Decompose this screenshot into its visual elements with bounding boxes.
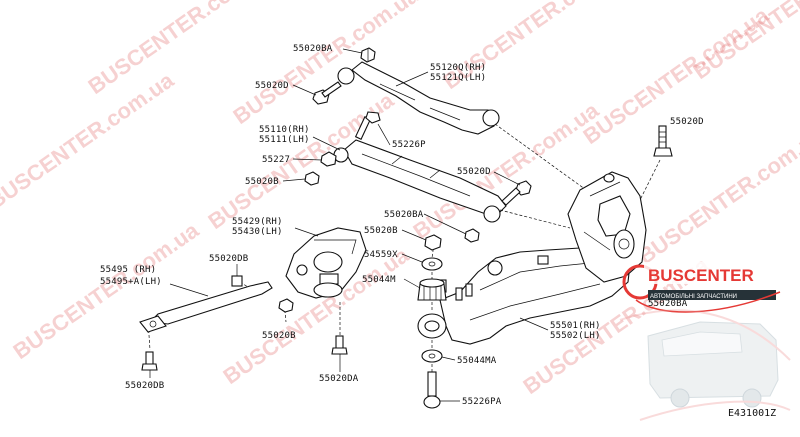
- knuckle-bracket: [285, 227, 367, 299]
- part-label: 55020D: [670, 117, 704, 127]
- part-label: 55020B: [245, 177, 279, 187]
- part-label: 55044M: [362, 275, 396, 285]
- upper-link-arm: [337, 61, 500, 135]
- part-label: 55495 (RH): [100, 265, 156, 275]
- part-label: 55429(RH): [232, 217, 283, 227]
- part-label: 54559X: [364, 250, 398, 260]
- part-label: 55501(RH): [550, 321, 601, 331]
- part-label: 55430(LH): [232, 227, 283, 237]
- bolt-icon: [423, 371, 441, 409]
- bolt-icon: [141, 351, 158, 371]
- washer-icon: [421, 257, 443, 271]
- nut-icon: [231, 275, 243, 287]
- lateral-rod: [139, 281, 273, 333]
- bolt-icon: [653, 125, 673, 157]
- part-label: 55227: [262, 155, 290, 165]
- part-label: 55020D: [457, 167, 491, 177]
- part-label: 55020DB: [125, 381, 164, 391]
- watermark-text: BUSCENTER.com.ua: [84, 0, 279, 99]
- buscenter-logo: BUSCENTER АВТОМОБІЛЬНІ ЗАПЧАСТИНИ: [622, 262, 781, 313]
- part-label: 55020BA: [293, 44, 333, 54]
- diagram-code: E431001Z: [728, 408, 776, 419]
- part-label: 55020D: [255, 81, 289, 91]
- logo-name: BUSCENTER: [648, 266, 754, 285]
- part-label: 55020DA: [319, 374, 359, 384]
- part-label: 55121Q(LH): [430, 73, 486, 83]
- logo-tagline: АВТОМОБІЛЬНІ ЗАПЧАСТИНИ: [650, 294, 737, 300]
- part-label: 55502(LH): [550, 331, 601, 341]
- bus-illustration: [619, 309, 791, 421]
- part-label: 55020B: [262, 331, 296, 341]
- part-label: 55020BA: [384, 210, 424, 220]
- bushing-lower-icon: [417, 313, 447, 339]
- watermark-text: BUSCENTER.com.ua: [0, 67, 179, 214]
- part-labels: 55020BA 55020D 55120Q(RH) 55121Q(LH) 551…: [100, 44, 704, 407]
- watermark-text: BUSCENTER.com.ua: [9, 217, 204, 364]
- bolt-icon: [501, 180, 532, 206]
- part-label: 55226P: [392, 140, 426, 150]
- part-label: 55020B: [364, 226, 398, 236]
- part-label: 55110(RH): [259, 125, 310, 135]
- nut-icon: [304, 171, 320, 186]
- nut-icon: [360, 47, 376, 63]
- bolt-icon: [331, 335, 348, 355]
- part-label: 55111(LH): [259, 135, 310, 145]
- bolt-icon: [312, 81, 342, 105]
- bolt-icon: [354, 111, 381, 140]
- washer-icon: [421, 349, 443, 363]
- bushing-upper-icon: [417, 278, 447, 301]
- part-label: 55020DB: [209, 254, 248, 264]
- part-label: 55020BA: [648, 299, 688, 309]
- part-label: 55495+A(LH): [100, 277, 162, 287]
- nut-icon: [278, 298, 294, 313]
- part-label: 55044MA: [457, 356, 497, 366]
- nut-icon: [320, 151, 337, 167]
- nut-icon: [464, 228, 480, 243]
- part-label: 55226PA: [462, 397, 502, 407]
- nut-icon: [424, 234, 442, 251]
- part-label: 55120Q(RH): [430, 63, 486, 73]
